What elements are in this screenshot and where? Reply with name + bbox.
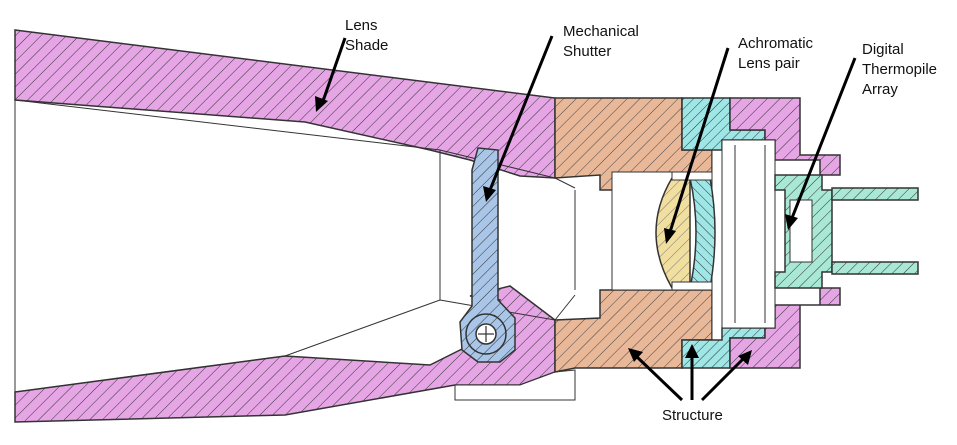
arrowhead-thermopile-array [785,214,798,230]
arrow-structure-right [700,356,746,402]
leader-arrows [315,35,857,402]
arrowhead-achromatic-lens [664,228,676,244]
label-thermopile-line3: Array [862,81,898,98]
lens-shade [14,29,576,423]
label-structure: Structure [662,407,723,424]
label-mechanical-shutter-line2: Shutter [563,43,611,60]
housing-window [721,139,776,329]
arrow-achromatic-lens [668,47,730,233]
arrow-mechanical-shutter [488,35,554,191]
lens-spacer-top [671,171,713,181]
mechanical-shutter [459,147,516,363]
detector-housing-upper [729,97,841,176]
label-mechanical-shutter-line1: Mechanical [563,23,639,40]
shade-mount-block [454,369,576,401]
shutter-blade [459,147,516,363]
label-lens-shade-line1: Lens [345,17,378,34]
label-achromatic-line2: Lens pair [738,55,800,72]
arrow-lens-shade [320,37,347,105]
label-lens-shade-line2: Shade [345,37,388,54]
labels: Lens Shade Mechanical Shutter Achromatic… [345,17,937,424]
label-thermopile-line2: Thermopile [862,61,937,78]
label-thermopile-line1: Digital [862,41,904,58]
arrow-thermopile-array [790,57,857,219]
achromatic-lens-pair [611,171,716,291]
thermopile-pin-top [831,187,919,201]
arrowhead-structure-right [738,350,752,365]
thermopile-pin-bottom [831,261,919,275]
lens-shade-upper-wall [14,29,556,179]
digital-thermopile-array [774,174,919,289]
lens-spacer-bottom [671,281,713,291]
label-achromatic-line1: Achromatic [738,35,814,52]
lens-shade-lower-wall [14,285,556,423]
arrow-structure-left [634,354,684,402]
arrowhead-structure-center [685,344,699,358]
arrowhead-lens-shade [315,96,328,112]
arrowhead-structure-left [628,348,643,362]
detector-housing [721,97,841,369]
arrowhead-mechanical-shutter [483,186,496,202]
thermopile-die [789,199,813,263]
